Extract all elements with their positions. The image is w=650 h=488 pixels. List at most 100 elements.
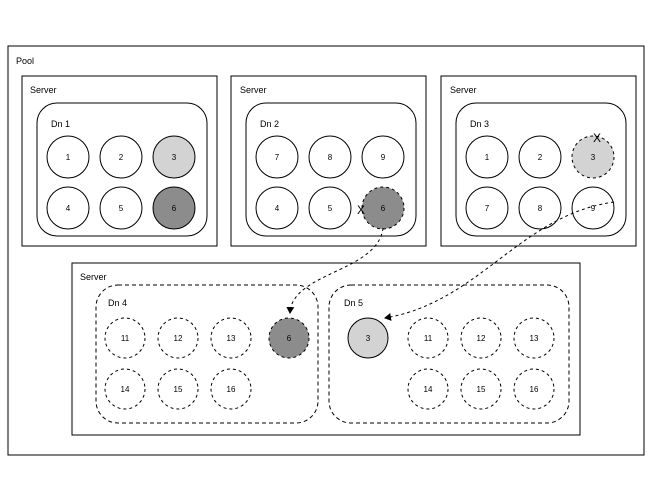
block-circle	[347, 317, 389, 359]
block-circle	[157, 317, 199, 359]
block-3: 3	[347, 317, 389, 359]
block-circle	[407, 368, 449, 410]
block-label: 7	[485, 204, 490, 213]
block-15: 15	[460, 368, 502, 410]
datanode-box	[95, 284, 319, 424]
block-label: 13	[227, 334, 236, 343]
block-circle	[99, 186, 143, 230]
block-circle	[407, 317, 449, 359]
block-circle	[460, 368, 502, 410]
block-6: 6	[152, 186, 196, 230]
block-1: 1	[46, 135, 90, 179]
block-label: 14	[424, 385, 433, 394]
block-15: 15	[157, 368, 199, 410]
block-label: 9	[591, 204, 596, 213]
block-circle	[465, 186, 509, 230]
migration-arrow-dn2-to-dn4	[286, 227, 384, 314]
block-circle	[255, 135, 299, 179]
block-label: 12	[477, 334, 486, 343]
block-circle	[308, 135, 352, 179]
block-label: 15	[174, 385, 183, 394]
block-circle	[460, 317, 502, 359]
block-circle	[513, 317, 555, 359]
block-1: 1	[465, 135, 509, 179]
block-7: 7	[255, 135, 299, 179]
block-circle	[104, 368, 146, 410]
block-label: 4	[275, 204, 280, 213]
block-label: 5	[328, 204, 333, 213]
block-11: 11	[407, 317, 449, 359]
block-label: 2	[119, 153, 124, 162]
block-16: 16	[210, 368, 252, 410]
server-label: Server	[240, 85, 267, 95]
block-circle	[152, 186, 196, 230]
block-circle	[255, 186, 299, 230]
block-8: 8	[518, 186, 562, 230]
block-label: 8	[538, 204, 543, 213]
block-13: 13	[513, 317, 555, 359]
block-6: 6	[361, 186, 405, 230]
block-6: 6	[268, 317, 310, 359]
block-circle	[104, 317, 146, 359]
block-label: 3	[591, 153, 596, 162]
block-circle	[152, 135, 196, 179]
block-circle	[99, 135, 143, 179]
block-circle	[210, 368, 252, 410]
block-label: 16	[227, 385, 236, 394]
block-12: 12	[460, 317, 502, 359]
block-circle	[157, 368, 199, 410]
server-label: Server	[80, 272, 107, 282]
removed-marker: X	[593, 131, 601, 145]
block-circle	[210, 317, 252, 359]
block-circle	[518, 186, 562, 230]
datanode-label: Dn 2	[260, 119, 279, 129]
block-circle	[46, 135, 90, 179]
block-circle	[46, 186, 90, 230]
block-9: 9	[571, 186, 615, 230]
block-16: 16	[513, 368, 555, 410]
block-circle	[571, 135, 615, 179]
block-11: 11	[104, 317, 146, 359]
block-12: 12	[157, 317, 199, 359]
server-label: Server	[30, 85, 57, 95]
datanode-label: Dn 1	[51, 119, 70, 129]
block-circle	[268, 317, 310, 359]
block-label: 6	[172, 204, 177, 213]
block-2: 2	[99, 135, 143, 179]
datanode-label: Dn 5	[344, 298, 363, 308]
block-9: 9	[361, 135, 405, 179]
migration-arrow-dn3-to-dn5	[384, 201, 615, 321]
block-label: 1	[485, 153, 490, 162]
block-14: 14	[407, 368, 449, 410]
datanode-label: Dn 3	[470, 119, 489, 129]
block-circle	[571, 186, 615, 230]
block-5: 5	[99, 186, 143, 230]
block-circle	[308, 186, 352, 230]
block-circle	[361, 135, 405, 179]
block-5: 5	[308, 186, 352, 230]
block-label: 6	[287, 334, 292, 343]
server-label: Server	[450, 85, 477, 95]
datanode-label: Dn 4	[108, 298, 127, 308]
block-label: 11	[424, 334, 433, 343]
block-label: 2	[538, 153, 543, 162]
block-circle	[465, 135, 509, 179]
block-8: 8	[308, 135, 352, 179]
block-label: 5	[119, 204, 124, 213]
pool-label: Pool	[16, 56, 34, 66]
block-label: 4	[66, 204, 71, 213]
block-label: 3	[172, 153, 177, 162]
block-label: 3	[366, 334, 371, 343]
block-13: 13	[210, 317, 252, 359]
block-circle	[518, 135, 562, 179]
block-label: 6	[381, 204, 386, 213]
block-label: 15	[477, 385, 486, 394]
block-circle	[513, 368, 555, 410]
block-label: 14	[121, 385, 130, 394]
block-14: 14	[104, 368, 146, 410]
block-7: 7	[465, 186, 509, 230]
block-4: 4	[46, 186, 90, 230]
removed-marker: X	[357, 203, 365, 217]
block-label: 1	[66, 153, 71, 162]
